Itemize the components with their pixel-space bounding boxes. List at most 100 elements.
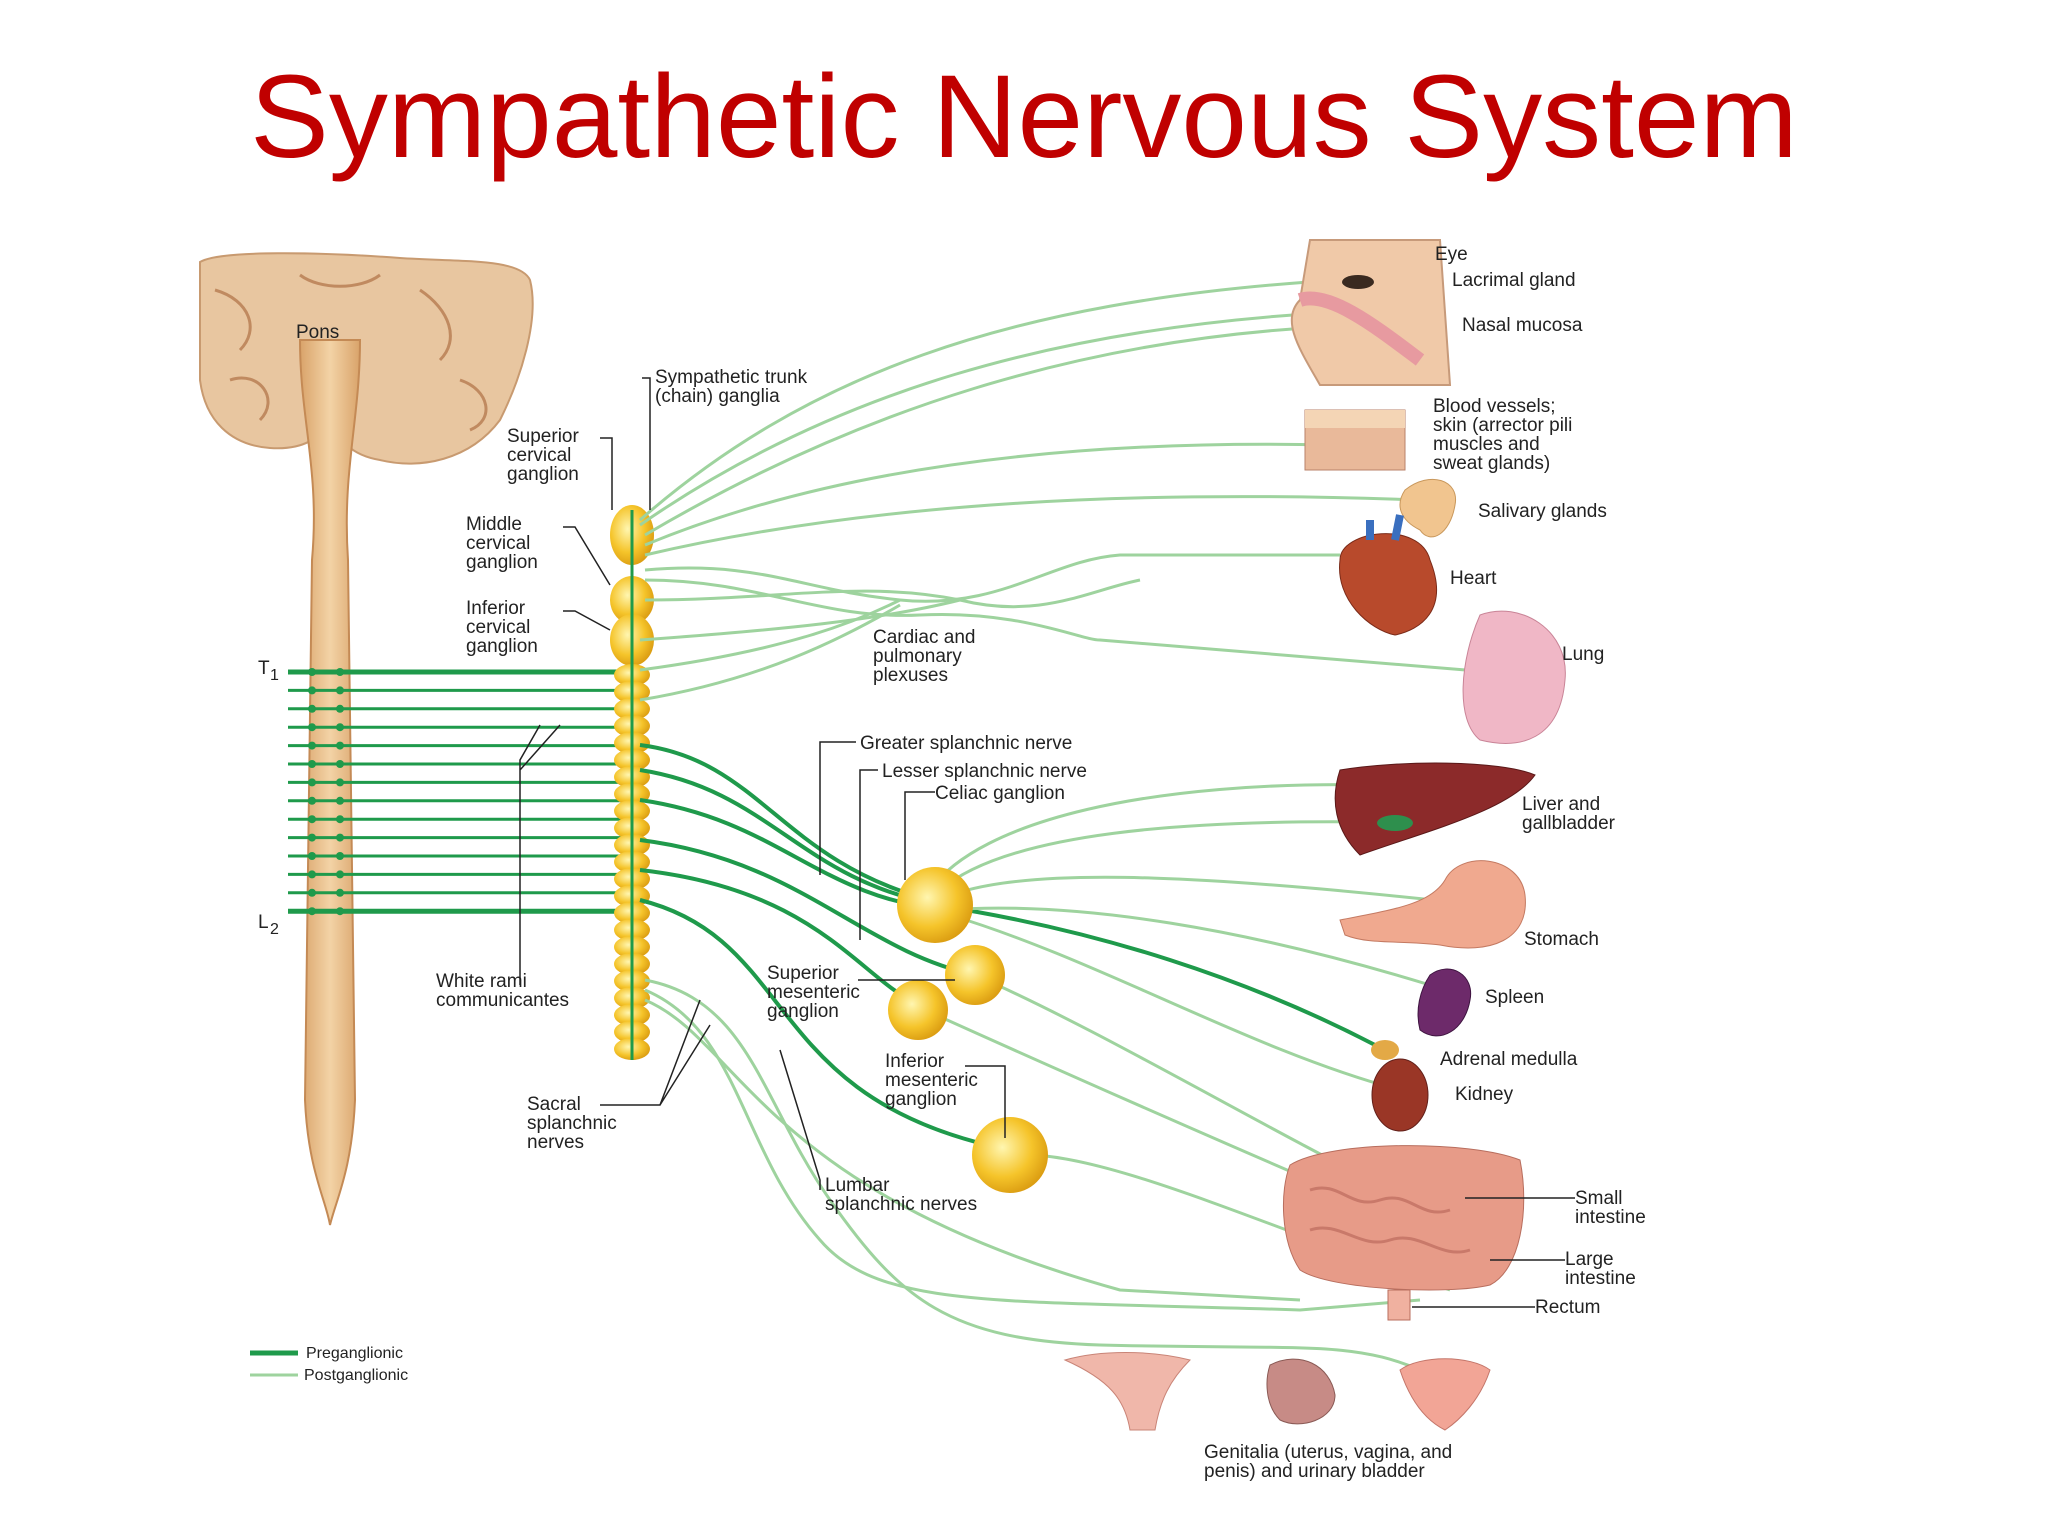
lung-label: Lung — [1562, 644, 1604, 665]
legend-postganglionic-label: Postganglionic — [304, 1367, 408, 1384]
superior-mesenteric-ganglion — [945, 945, 1005, 1005]
liver-illustration — [1334, 762, 1536, 856]
face-illustration — [1290, 239, 1452, 386]
skin-illustration — [1304, 409, 1406, 471]
inferior-cervical-label-3: ganglion — [466, 636, 538, 657]
brain-illustration — [199, 252, 534, 465]
spinal-root-dot — [308, 668, 316, 676]
genitalia-label-1: Genitalia (uterus, vagina, and — [1204, 1442, 1452, 1463]
blood-vessels-label-4: sweat glands) — [1433, 453, 1550, 474]
sacral-label-2: splanchnic — [527, 1113, 617, 1134]
kidney-label: Kidney — [1455, 1084, 1514, 1105]
lesser-splanchnic-label: Lesser splanchnic nerve — [882, 761, 1087, 782]
sacral-label-1: Sacral — [527, 1094, 581, 1115]
lumbar-splanchnic-label-1: Lumbar — [825, 1175, 890, 1196]
inferior-mesenteric-ganglion — [972, 1117, 1048, 1193]
slide-title: Sympathetic Nervous System — [250, 51, 1798, 183]
spinal-root-dot — [308, 815, 316, 824]
large-intestine-label-1: Large — [1565, 1249, 1614, 1270]
middle-cervical-label-3: ganglion — [466, 552, 538, 573]
spinal-root-dot — [336, 686, 344, 695]
spleen-illustration — [1417, 968, 1472, 1037]
spinal-root-dot — [336, 704, 344, 713]
spinal-root-dot — [308, 741, 316, 750]
l2-subscript: 2 — [270, 921, 279, 938]
white-rami-label-1: White rami — [436, 971, 527, 992]
nasal-label: Nasal mucosa — [1462, 315, 1583, 336]
small-intestine-label-2: intestine — [1575, 1207, 1646, 1228]
abdominal-postganglionic — [644, 783, 1481, 1372]
spinal-root-dot — [308, 907, 316, 916]
inferior-cervical-label-1: Inferior — [466, 598, 526, 619]
leader-lines — [519, 377, 1575, 1308]
superior-mesenteric-label-2: mesenteric — [767, 982, 860, 1003]
small-intestine-label-1: Small — [1575, 1188, 1623, 1209]
spinal-root-dot — [336, 741, 344, 750]
preganglionic-fibers — [288, 668, 635, 916]
sympathetic-trunk-label-1: Sympathetic trunk — [655, 367, 808, 388]
spinal-root-dot — [336, 668, 344, 676]
spinal-root-dot — [336, 796, 344, 805]
blood-vessels-label-3: muscles and — [1433, 434, 1540, 455]
cardiac-label-3: plexuses — [873, 665, 948, 686]
sacral-label-3: nerves — [527, 1132, 584, 1153]
spinal-root-dot — [308, 870, 316, 879]
t1-subscript: 1 — [270, 667, 279, 684]
liver-label-2: gallbladder — [1522, 813, 1616, 834]
spinal-root-dot — [336, 888, 344, 897]
spinal-root-dot — [308, 686, 316, 695]
superior-mesenteric-label-3: ganglion — [767, 1001, 839, 1022]
spinal-root-dot — [308, 704, 316, 713]
blood-vessels-label-1: Blood vessels; — [1433, 396, 1556, 417]
ganglia-labels: Sympathetic trunk (chain) ganglia Superi… — [436, 367, 1087, 1215]
superior-cervical-label-3: ganglion — [507, 464, 579, 485]
celiac-ganglion-label: Celiac ganglion — [935, 783, 1065, 804]
spinal-root-dot — [336, 760, 344, 768]
heart-illustration — [1339, 514, 1437, 636]
spleen-label: Spleen — [1485, 987, 1544, 1008]
spinal-root-dot — [308, 833, 316, 842]
large-intestine-label-2: intestine — [1565, 1268, 1636, 1289]
lumbar-splanchnic-label-2: splanchnic nerves — [825, 1194, 977, 1215]
celiac-ganglion — [897, 867, 973, 943]
adrenal-label: Adrenal medulla — [1440, 1049, 1578, 1070]
liver-label-1: Liver and — [1522, 794, 1600, 815]
spinal-root-dot — [308, 760, 316, 768]
inferior-mesenteric-label-1: Inferior — [885, 1051, 945, 1072]
inferior-mesenteric-label-3: ganglion — [885, 1089, 957, 1110]
greater-splanchnic-label: Greater splanchnic nerve — [860, 733, 1072, 754]
sympathetic-chain — [610, 505, 654, 1060]
superior-cervical-label-2: cervical — [507, 445, 571, 466]
pons-label: Pons — [296, 322, 339, 343]
cardiac-label-2: pulmonary — [873, 646, 962, 667]
spinal-root-dot — [308, 888, 316, 897]
superior-mesenteric-label-1: Superior — [767, 963, 839, 984]
spinal-root-dot — [308, 852, 316, 860]
t1-label: T — [258, 658, 270, 679]
lung-illustration — [1462, 610, 1566, 744]
legend: Preganglionic Postganglionic — [250, 1345, 408, 1384]
genitalia-label-2: penis) and urinary bladder — [1204, 1461, 1425, 1482]
eye-label: Eye — [1435, 244, 1468, 265]
spinal-root-dot — [336, 833, 344, 842]
middle-cervical-label-2: cervical — [466, 533, 530, 554]
rectum-label: Rectum — [1535, 1297, 1600, 1318]
spinal-root-dot — [336, 778, 344, 787]
spinal-root-dot — [336, 907, 344, 916]
l2-label: L — [258, 912, 269, 933]
spinal-root-dot — [336, 870, 344, 879]
stomach-illustration — [1339, 860, 1526, 949]
superior-cervical-label-1: Superior — [507, 426, 579, 447]
inferior-cervical-label-2: cervical — [466, 617, 530, 638]
cardiac-label-1: Cardiac and — [873, 627, 975, 648]
organ-labels: Eye Lacrimal gland Nasal mucosa Blood ve… — [1204, 244, 1646, 1482]
heart-label: Heart — [1450, 568, 1497, 589]
superior-mesenteric-ganglion-2 — [888, 980, 948, 1040]
spinal-root-dot — [336, 815, 344, 824]
white-rami-label-2: communicantes — [436, 990, 569, 1011]
middle-cervical-label-1: Middle — [466, 514, 522, 535]
spinal-root-dot — [308, 778, 316, 787]
spinal-root-dot — [308, 796, 316, 805]
